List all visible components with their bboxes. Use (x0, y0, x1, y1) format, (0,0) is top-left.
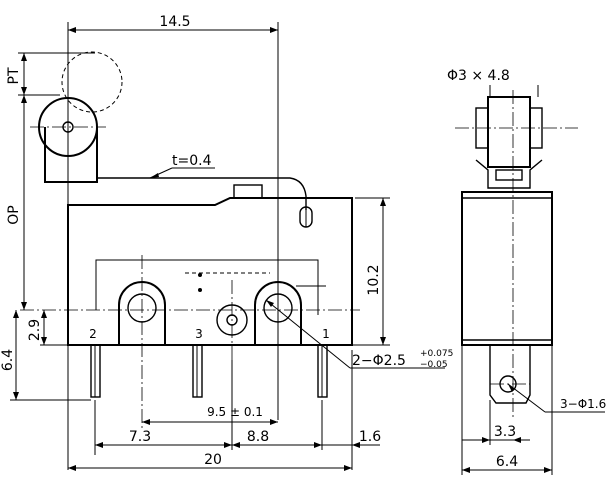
dim-side-width-label: 6.4 (496, 454, 518, 470)
roller-travel-position (61, 51, 123, 113)
front-view: 14.5 PT OP (0, 14, 453, 471)
label-pt: PT (6, 67, 22, 84)
dim-pin-offset-label: 3.3 (494, 424, 516, 440)
dim-total-width: 20 (68, 452, 352, 471)
internal-lines (95, 259, 326, 315)
dim-right-edge-label: 1.6 (359, 429, 381, 445)
lever-bracket (44, 127, 313, 228)
dim-height: 10.2 (330, 197, 390, 346)
terminal-2-label: 2 (89, 327, 97, 341)
pin-spec: 3−Φ1.6 (560, 397, 606, 411)
switch-body (67, 197, 353, 346)
terminal-3-label: 3 (195, 327, 203, 341)
dim-left-offset-label: 7.3 (129, 429, 151, 445)
dim-hole-pitch: 9.5 ± 0.1 (142, 405, 278, 425)
mounting-hole-left (118, 255, 166, 430)
side-roller (455, 85, 578, 420)
terminals: 2 3 1 (89, 327, 330, 398)
dim-right-offset-label: 8.8 (247, 429, 269, 445)
hole-diameter: 2.5 (384, 353, 406, 369)
hole-tol-upper: +0.075 (420, 349, 453, 359)
hole-callout: 2−Φ2.5 +0.075 −0.05 (265, 299, 453, 370)
roller-spec: Φ3 × 4.8 (447, 68, 510, 84)
dim-terminal-length-label: 6.4 (0, 349, 16, 371)
dim-pin-offset: 3.3 (462, 400, 530, 445)
side-pin (489, 345, 531, 404)
label-op: OP (6, 205, 22, 224)
dim-terminal-offsets: 2.9 6.4 (0, 310, 91, 401)
dim-overall-span-label: 14.5 (159, 14, 190, 30)
dim-pt-op: PT OP (6, 52, 95, 310)
dim-total-width-label: 20 (204, 452, 222, 468)
dim-bottom-chain: 7.3 8.8 1.6 (94, 350, 381, 470)
terminal-1-label: 1 (322, 327, 330, 341)
pin-callout: 3−Φ1.6 (507, 383, 606, 413)
dim-overall-span: 14.5 (67, 14, 279, 470)
side-view: Φ3 × 4.8 (447, 68, 606, 475)
dim-side-width: 6.4 (461, 345, 553, 475)
dim-terminal-offset-label: 2.9 (27, 319, 43, 341)
center-rivet (216, 280, 248, 360)
side-body (461, 191, 553, 346)
thickness-callout: t=0.4 (149, 153, 215, 179)
svg-text:2−Φ2.5: 2−Φ2.5 (352, 353, 406, 369)
hole-prefix: 2−Φ (352, 353, 384, 369)
dim-height-label: 10.2 (366, 264, 382, 295)
plunger (233, 184, 263, 199)
dim-thickness: t=0.4 (172, 153, 212, 169)
dim-hole-pitch-label: 9.5 ± 0.1 (207, 405, 263, 419)
hole-tol-lower: −0.05 (420, 360, 448, 370)
mounting-hole-right (254, 281, 302, 345)
